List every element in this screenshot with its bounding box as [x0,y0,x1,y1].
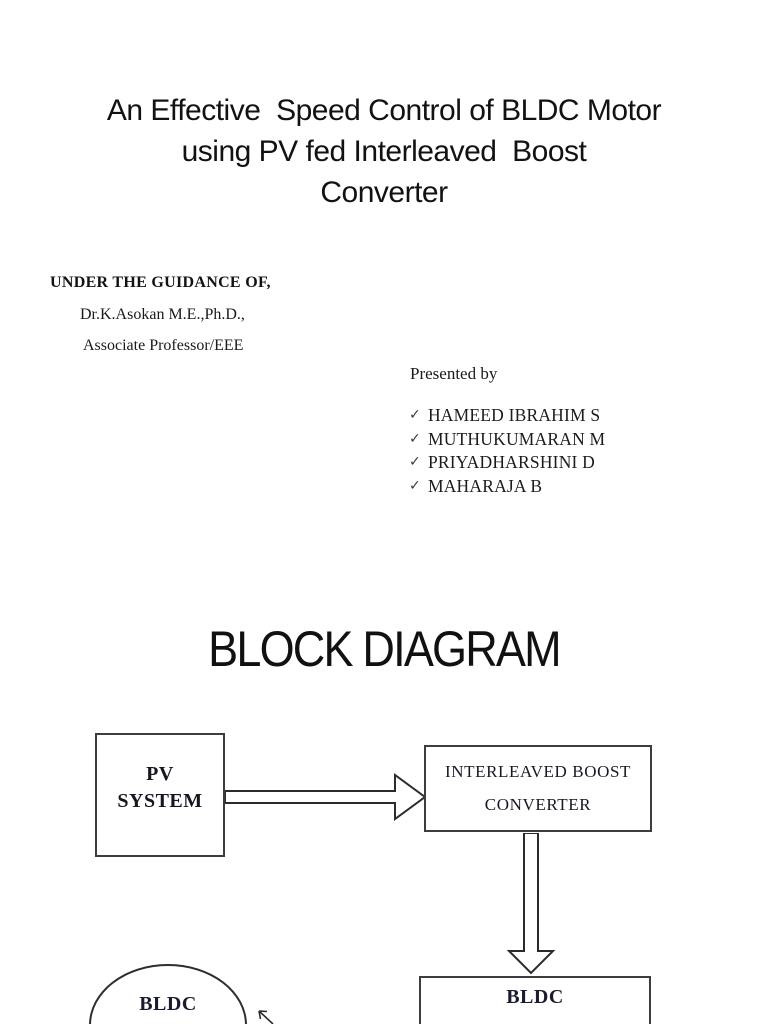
presenter-name: HAMEED IBRAHIM S [427,405,601,425]
presenters-list: ✓ HAMEED IBRAHIM S ✓ MUTHUKUMARAN M ✓ PR… [409,405,605,499]
bldc-box-label: BLDC [506,986,564,1008]
converter-label-line-2: CONVERTER [484,795,592,814]
check-mark-icon: ✓ [409,407,421,423]
guidance-heading: UNDER THE GUIDANCE OF, [50,274,271,291]
bldc-ellipse-label: BLDC [139,993,197,1015]
list-item: ✓ MAHARAJA B [409,476,605,500]
pv-system-label-line-2: SYSTEM [117,790,203,812]
presenter-name: MUTHUKUMARAN M [427,428,606,449]
presenter-name: PRIYADHARSHINI D [427,452,595,472]
bldc-block: BLDC [419,976,651,1024]
block-diagram-heading: BLOCK DIAGRAM [208,621,561,677]
pv-system-label-line-1: PV [146,763,174,785]
list-item: ✓ MUTHUKUMARAN M [409,429,605,453]
slide-title-line-3: Converter [320,176,448,209]
pv-system-block: PV SYSTEM [95,733,225,857]
converter-label-line-1: INTERLEAVED BOOST [444,762,632,781]
slide-title-line-1: An Effective Speed Control of BLDC Motor [106,94,662,127]
block-arrow-down-icon [506,833,556,975]
block-arrow-right-icon [225,773,427,821]
interleaved-boost-converter-block: INTERLEAVED BOOST CONVERTER [424,745,652,832]
check-mark-icon: ✓ [409,477,421,494]
presented-by-label: Presented by [410,364,498,383]
check-mark-icon: ✓ [409,454,421,470]
check-mark-icon: ✓ [409,430,421,447]
list-item: ✓ HAMEED IBRAHIM S [409,405,605,429]
list-item: ✓ PRIYADHARSHINI D [409,452,605,476]
guide-designation: Associate Professor/EEE [83,337,244,354]
slide-title-line-2: using PV fed Interleaved Boost [181,135,587,168]
bldc-ellipse: BLDC [89,964,247,1024]
presenter-name: MAHARAJA B [427,475,543,496]
slide-title: An Effective Speed Control of BLDC Motor… [0,90,768,213]
small-arrow-icon [258,1010,274,1024]
guide-name: Dr.K.Asokan M.E.,Ph.D., [80,306,245,323]
